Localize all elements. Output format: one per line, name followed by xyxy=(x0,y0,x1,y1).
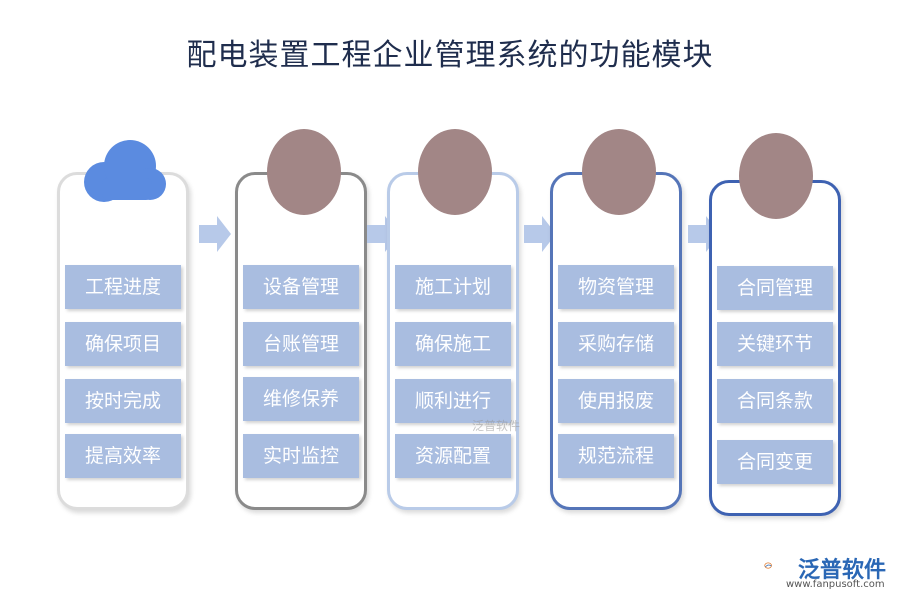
module-item: 使用报废 xyxy=(558,379,674,423)
module-item: 合同变更 xyxy=(717,440,833,484)
head-oval-icon xyxy=(582,129,656,215)
module-item: 合同条款 xyxy=(717,379,833,423)
arrow-right-icon xyxy=(199,216,231,252)
module-item: 工程进度 xyxy=(65,265,181,309)
brand-url: www.fanpusoft.com xyxy=(786,579,885,590)
module-column-5: 合同管理 关键环节 合同条款 合同变更 xyxy=(709,180,841,516)
module-item: 按时完成 xyxy=(65,379,181,423)
module-column-3: 施工计划 确保施工 顺利进行 资源配置 xyxy=(387,172,519,510)
cloud-icon xyxy=(84,140,166,202)
arrow-right-icon xyxy=(524,216,556,252)
head-oval-icon xyxy=(267,129,341,215)
module-item: 提高效率 xyxy=(65,434,181,478)
module-item: 关键环节 xyxy=(717,322,833,366)
fanpu-logo-icon xyxy=(764,562,772,569)
head-oval-icon xyxy=(418,129,492,215)
module-item: 顺利进行 xyxy=(395,379,511,423)
module-column-1: 工程进度 确保项目 按时完成 提高效率 xyxy=(57,172,189,510)
module-item: 采购存储 xyxy=(558,322,674,366)
module-item: 维修保养 xyxy=(243,377,359,421)
brand-name: 泛普软件 xyxy=(798,558,887,583)
module-column-4: 物资管理 采购存储 使用报废 规范流程 xyxy=(550,172,682,510)
module-item: 设备管理 xyxy=(243,265,359,309)
module-item: 物资管理 xyxy=(558,265,674,309)
watermark: 泛普软件 xyxy=(472,419,521,433)
page-title: 配电装置工程企业管理系统的功能模块 xyxy=(186,38,714,73)
head-oval-icon xyxy=(739,133,813,219)
module-item: 施工计划 xyxy=(395,265,511,309)
module-item: 确保施工 xyxy=(395,322,511,366)
module-item: 实时监控 xyxy=(243,434,359,478)
module-item: 资源配置 xyxy=(395,434,511,478)
module-item: 确保项目 xyxy=(65,322,181,366)
module-item: 台账管理 xyxy=(243,322,359,366)
module-item: 规范流程 xyxy=(558,434,674,478)
module-item: 合同管理 xyxy=(717,266,833,310)
module-column-2: 设备管理 台账管理 维修保养 实时监控 xyxy=(235,172,367,510)
